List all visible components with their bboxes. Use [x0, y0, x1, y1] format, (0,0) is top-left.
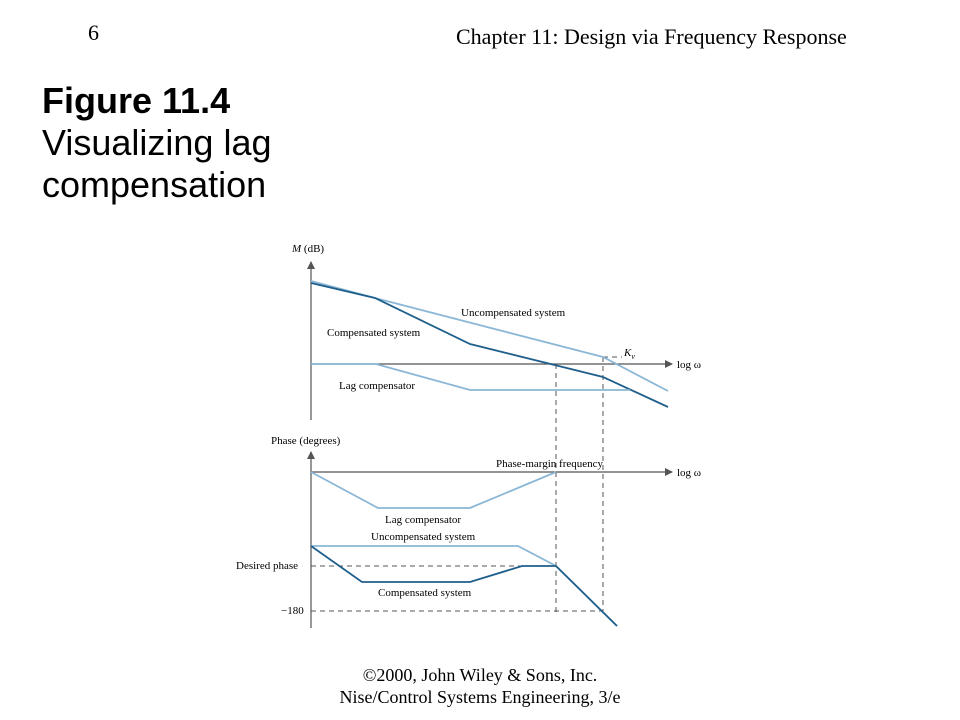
- compensated-magnitude-curve: [310, 282, 669, 408]
- magnitude-x-axis-label: log ω: [677, 359, 701, 371]
- phase-y-axis-label: Phase (degrees): [271, 435, 341, 447]
- uncompensated-magnitude-curve: [310, 280, 669, 392]
- compensated-phase-label: Compensated system: [378, 587, 472, 599]
- compensated-magnitude-label: Compensated system: [327, 327, 421, 339]
- magnitude-y-axis-label: M (dB): [291, 243, 324, 255]
- figure-caption: Visualizing lag compensation: [42, 122, 272, 205]
- magnitude-y-axis-label-symbol: M: [291, 243, 302, 255]
- uncompensated-phase-label: Uncompensated system: [371, 531, 476, 543]
- lag-compensator-magnitude-curve: [311, 363, 630, 391]
- uncompensated-phase-curve: [311, 545, 618, 627]
- footer: ©2000, John Wiley & Sons, Inc. Nise/Cont…: [0, 664, 960, 708]
- slide-number: 6: [88, 20, 99, 45]
- kv-label: Kv: [623, 347, 635, 361]
- book-reference: Nise/Control Systems Engineering, 3/e: [339, 687, 621, 707]
- lag-compensator-phase-label: Lag compensator: [385, 514, 461, 526]
- chapter-title: Chapter 11: Design via Frequency Respons…: [456, 24, 847, 49]
- magnitude-y-axis-label-unit: (dB): [301, 243, 324, 255]
- copyright-text: ©2000, John Wiley & Sons, Inc.: [362, 665, 598, 685]
- kv-label-main: K: [623, 347, 632, 359]
- phase-margin-frequency-label: Phase-margin frequency: [496, 458, 604, 470]
- lag-compensator-phase-curve: [310, 471, 557, 509]
- minus-180-label: −180: [281, 605, 304, 617]
- compensated-phase-curve: [310, 545, 618, 627]
- lag-compensator-magnitude-label: Lag compensator: [339, 380, 415, 392]
- figure-title: Figure 11.4 Visualizing lag compensation: [42, 80, 342, 206]
- phase-x-axis-label: log ω: [677, 467, 701, 479]
- uncompensated-magnitude-label: Uncompensated system: [461, 307, 566, 319]
- figure-label: Figure 11.4: [42, 80, 231, 121]
- desired-phase-label: Desired phase: [236, 560, 298, 572]
- kv-label-subscript: v: [631, 352, 635, 361]
